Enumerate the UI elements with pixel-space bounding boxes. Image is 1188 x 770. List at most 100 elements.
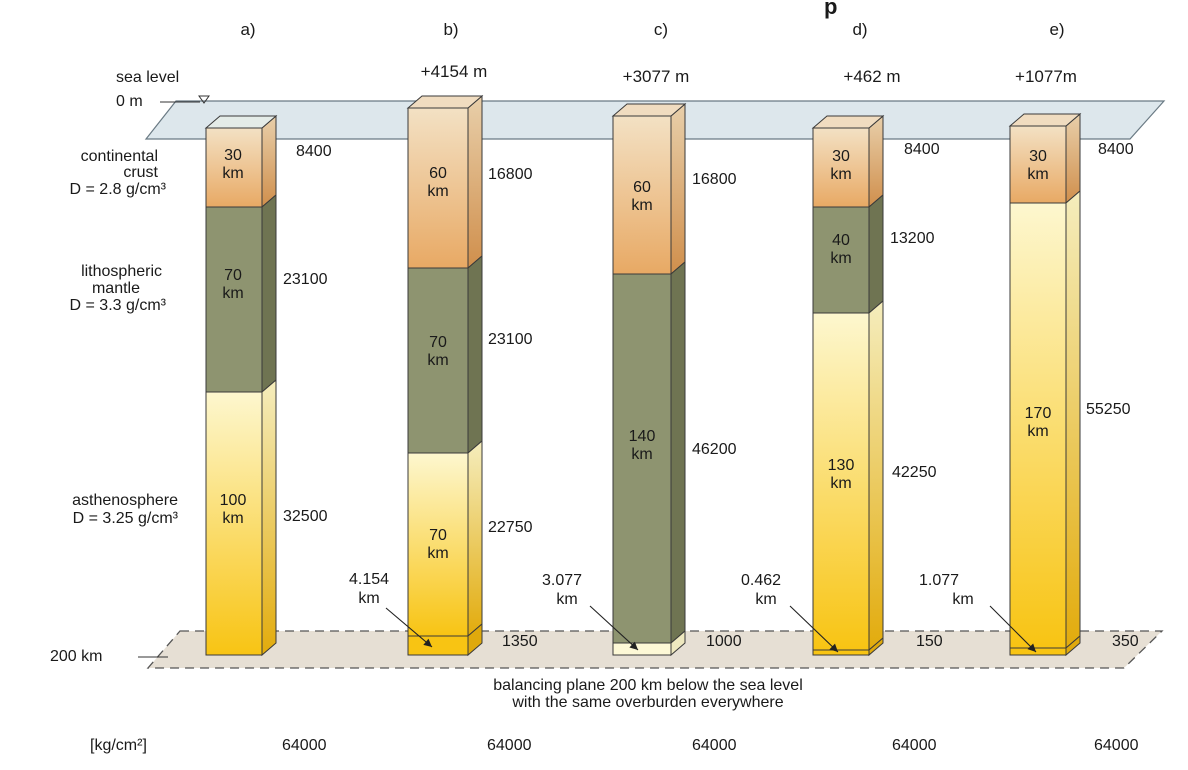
root-layer-side [670,629,686,657]
column-elevation: +3077 m [623,67,690,86]
crust-layer-side [868,114,884,209]
astheno-load: 42250 [892,464,937,481]
crust-layer [1009,125,1067,204]
asthenosphere-layer [407,452,469,637]
zero-meter-label: 0 m [116,93,143,110]
astheno-thickness: 70 [429,527,447,544]
astheno-thickness-unit: km [222,510,243,527]
column-elevation: +4154 m [421,62,488,81]
crust-thickness: 60 [633,179,651,196]
crust-thickness: 30 [224,147,242,164]
asthenosphere-layer [812,312,870,651]
totals-unit-label: [kg/cm²] [90,737,147,754]
column-elevation: +1077m [1015,67,1077,86]
column-name: c) [654,20,668,39]
crust-load: 8400 [296,143,332,160]
root-thickness-unit: km [952,591,973,608]
root-thickness: 0.462 [741,572,781,589]
column-name: b) [443,20,458,39]
root-arrow [789,605,839,653]
crust-load: 8400 [904,141,940,158]
root-layer-side [868,636,884,657]
root-layer [812,649,870,656]
crust-load: 16800 [488,166,533,183]
root-layer [407,635,469,656]
mantle-thickness-unit: km [427,352,448,369]
depth-label: 200 km [50,648,102,665]
crust-layer [407,107,469,269]
crust-thickness-unit: km [222,165,243,182]
root-arrow [385,607,433,648]
column-name: d) [852,20,867,39]
column-total: 64000 [692,737,737,754]
mantle-layer-side [868,193,884,315]
column-name: e) [1049,20,1064,39]
mantle-thickness: 70 [224,267,242,284]
root-layer [612,642,672,656]
mantle-layer-side [467,254,483,455]
root-arrow-head [423,638,432,647]
root-load: 350 [1112,633,1139,650]
root-load: 1350 [502,633,538,650]
asthenosphere-layer [1009,202,1067,649]
mantle-name-line2: mantle [92,280,140,297]
crust-thickness-unit: km [427,183,448,200]
asthenosphere-layer-side [1065,189,1081,650]
mantle-layer-side [670,260,686,645]
root-layer-side [467,622,483,657]
sea-level-label: sea level [116,69,179,86]
crust-name-line2: crust [123,164,158,181]
column-2: b)+4154 m60km70km70km1680023100227501350… [349,20,538,657]
crust-thickness: 60 [429,165,447,182]
column-total: 64000 [892,737,937,754]
mantle-name-line1: lithospheric [81,263,162,280]
mantle-thickness-unit: km [631,446,652,463]
mantle-layer-side [261,193,277,394]
astheno-load: 32500 [283,508,328,525]
root-thickness-unit: km [358,590,379,607]
root-arrow-head [1027,643,1036,652]
astheno-thickness-unit: km [427,545,448,562]
column-top [406,95,484,109]
root-layer [1009,647,1067,656]
column-4: d)+462 m30km40km130km840013200422501500.… [741,20,943,657]
astheno-thickness: 170 [1025,405,1052,422]
astheno-thickness: 100 [220,492,247,509]
column-top [611,103,687,117]
sea-level-marker [198,95,210,104]
column-top [204,115,278,129]
crust-layer-side [670,102,686,276]
astheno-load: 55250 [1086,401,1131,418]
mantle-thickness-unit: km [830,250,851,267]
mantle-thickness-unit: km [222,285,243,302]
mantle-layer [205,206,263,393]
crust-thickness-unit: km [830,166,851,183]
root-load: 1000 [706,633,742,650]
astheno-thickness: 130 [828,457,855,474]
root-thickness: 3.077 [542,572,582,589]
mantle-load: 13200 [890,230,935,247]
asthenosphere-layer-side [868,299,884,652]
root-thickness-unit: km [755,591,776,608]
root-layer-side [1065,634,1081,657]
astheno-name-line1: asthenosphere [72,492,178,509]
asthenosphere-layer [205,391,263,656]
title-fragment: p [824,0,837,19]
crust-load: 16800 [692,171,737,188]
mantle-layer [812,206,870,314]
crust-thickness-unit: km [631,197,652,214]
astheno-thickness-unit: km [830,475,851,492]
mantle-layer [612,273,672,644]
asthenosphere-layer-side [261,378,277,657]
column-total: 64000 [1094,737,1139,754]
column-top [1008,113,1082,127]
crust-load: 8400 [1098,141,1134,158]
root-arrow [589,605,639,651]
astheno-density: D = 3.25 g/cm³ [73,510,179,527]
